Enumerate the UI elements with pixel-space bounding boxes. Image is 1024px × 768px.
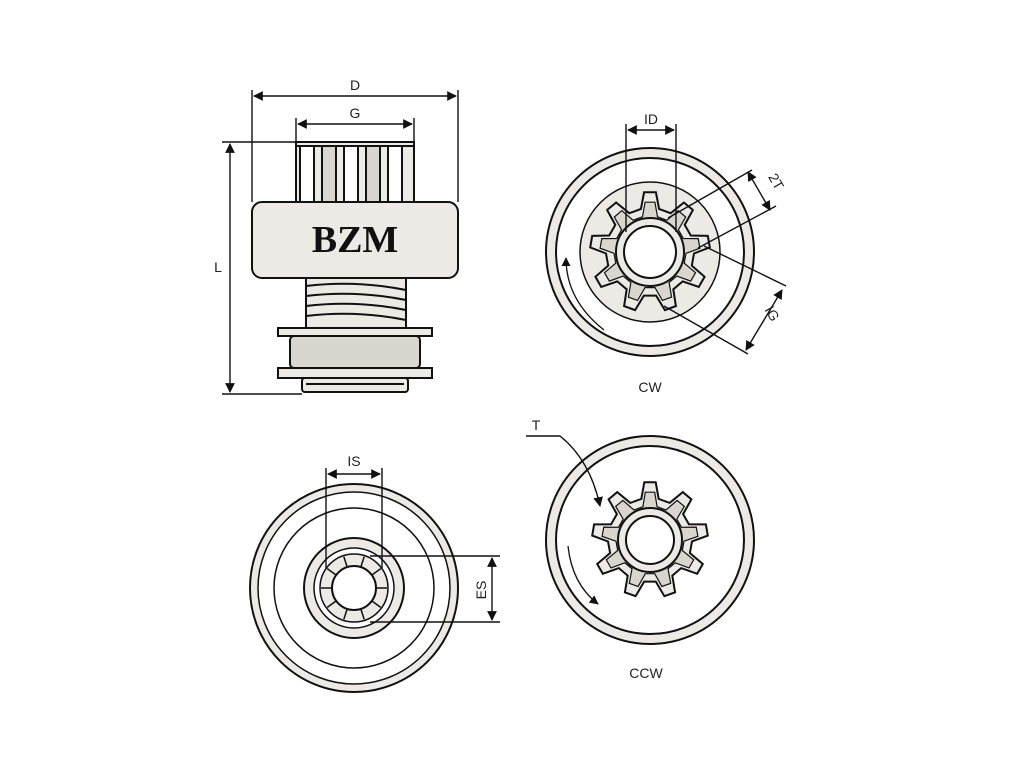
spline-line	[343, 608, 348, 620]
cw-view	[545, 147, 755, 357]
spline-line	[326, 600, 337, 609]
label-l: L	[214, 259, 222, 275]
label-cw: CW	[638, 379, 662, 395]
label-t: T	[532, 417, 541, 433]
label-es: ES	[473, 581, 489, 600]
label-ccw: CCW	[629, 665, 663, 681]
brand-label: BZM	[312, 219, 399, 261]
label-g: G	[350, 105, 361, 121]
dimension-d	[251, 90, 459, 202]
label-is: IS	[347, 453, 360, 469]
label-ig: IG	[762, 303, 783, 324]
label-id: ID	[644, 111, 658, 127]
label-2t: 2T	[765, 170, 787, 193]
spline-line	[326, 567, 337, 576]
spline-line	[360, 556, 365, 568]
ccw-rotation-arrow	[567, 545, 599, 605]
spring	[305, 277, 407, 329]
spline-line	[371, 600, 382, 609]
dimension-es	[370, 555, 500, 623]
spline-line	[371, 567, 382, 576]
pinion-teeth	[295, 141, 415, 203]
collar-body	[289, 335, 421, 369]
side-view	[251, 141, 459, 393]
spline-line	[360, 608, 365, 620]
bottom-ring	[277, 367, 433, 379]
rear-view	[249, 483, 459, 693]
cw-rotation-arrow	[561, 257, 605, 331]
dimension-is	[325, 468, 383, 568]
dimension-ig	[663, 245, 787, 355]
dimension-l	[222, 141, 302, 395]
dimension-2t	[667, 169, 777, 249]
spline-line	[343, 556, 348, 568]
dimension-g	[295, 118, 415, 142]
callout-t	[526, 435, 603, 507]
label-d: D	[350, 77, 360, 93]
ccw-view	[545, 435, 755, 645]
rear-splines	[321, 556, 387, 620]
collar	[277, 327, 433, 337]
